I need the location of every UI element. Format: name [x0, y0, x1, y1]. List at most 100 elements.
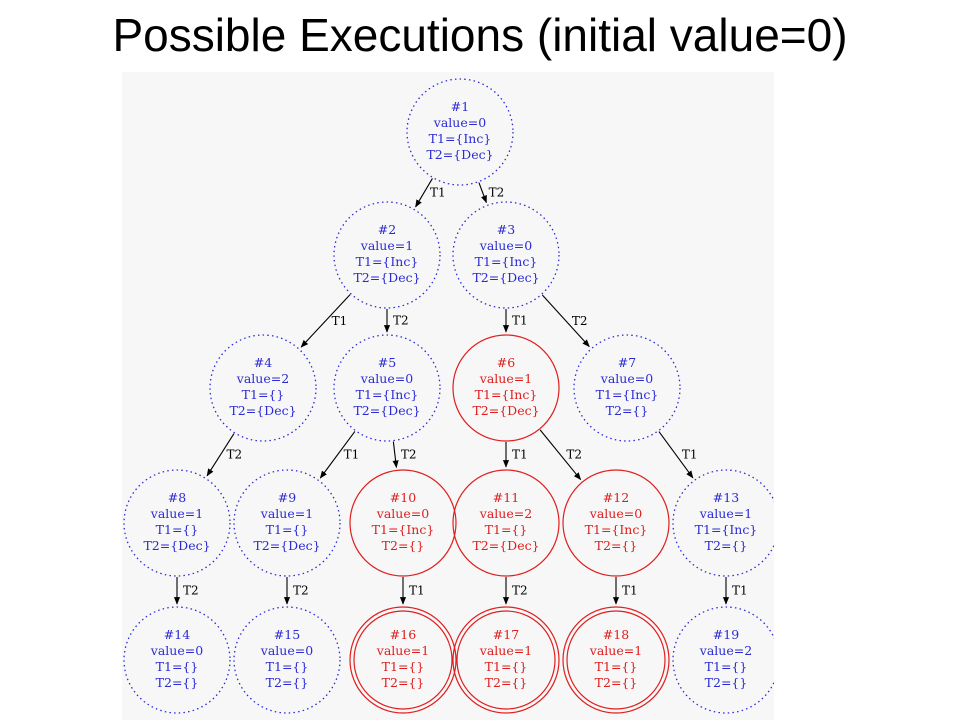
node-state-line: T1={} — [242, 387, 285, 402]
node-state-line: T1={Inc} — [475, 254, 538, 269]
node-circle — [123, 469, 231, 577]
node-circle — [452, 606, 560, 714]
edge-label: T2 — [401, 448, 417, 462]
edge-label: T1 — [409, 584, 425, 598]
node-id-label: #6 — [497, 355, 515, 370]
node-state-line: value=0 — [589, 506, 642, 521]
node-state-line: T2={} — [705, 675, 748, 690]
node-state-line: T2={} — [705, 538, 748, 553]
node-state-line: T2={} — [382, 675, 425, 690]
node-state-line: T1={} — [266, 522, 309, 537]
node-state-line: value=1 — [479, 371, 532, 386]
nodes-layer: #1value=0T1={Inc}T2={Dec}#2value=1T1={In… — [123, 78, 774, 714]
edge-1-3: T2 — [478, 182, 505, 204]
node-circle — [209, 334, 317, 442]
node-state-line: value=1 — [479, 643, 532, 658]
edge-line — [206, 433, 235, 477]
node-id-label: #17 — [493, 627, 519, 642]
node-id-label: #3 — [497, 222, 515, 237]
edge-6-12: T2 — [539, 429, 582, 481]
node-state-line: T1={Inc} — [475, 387, 538, 402]
edge-line — [319, 431, 356, 479]
node-state-line: T1={Inc} — [585, 522, 648, 537]
edge-label: T1 — [332, 314, 348, 328]
node-inner-circle — [353, 610, 453, 710]
edge-8-14: T2 — [173, 577, 199, 605]
edge-label: T2 — [489, 186, 505, 200]
edge-line — [300, 294, 351, 348]
node-state-line: T2={} — [266, 675, 309, 690]
node-state-line: T2={Dec} — [353, 403, 420, 418]
node-state-line: T1={} — [266, 659, 309, 674]
node-id-label: #19 — [713, 627, 739, 642]
node-inner-circle — [566, 610, 666, 710]
node-state-line: T1={Inc} — [372, 522, 435, 537]
edge-6-11: T1 — [502, 442, 528, 468]
edge-label: T1 — [512, 448, 528, 462]
edge-9-15: T2 — [283, 577, 309, 605]
edge-2-4: T1 — [300, 294, 351, 348]
node-id-label: #9 — [278, 490, 296, 505]
node-id-label: #10 — [390, 490, 416, 505]
node-state-line: T2={} — [595, 538, 638, 553]
node-state-line: value=0 — [150, 643, 203, 658]
node-state-line: T1={Inc} — [695, 522, 758, 537]
node-state-line: T2={} — [606, 403, 649, 418]
node-circle — [333, 201, 441, 309]
edge-1-2: T1 — [415, 178, 446, 208]
node-state-line: T2={Dec} — [253, 538, 320, 553]
node-state-line: value=2 — [699, 643, 752, 658]
node-id-label: #16 — [390, 627, 416, 642]
node-state-line: value=0 — [260, 643, 313, 658]
node-state-line: T2={} — [595, 675, 638, 690]
node-circle — [233, 606, 341, 714]
node-id-label: #11 — [493, 490, 519, 505]
node-circle — [406, 78, 514, 186]
node-id-label: #13 — [713, 490, 739, 505]
node-state-line: T1={Inc} — [596, 387, 659, 402]
edge-4-8: T2 — [206, 433, 243, 477]
edge-5-10: T2 — [392, 441, 417, 469]
node-state-line: T1={} — [156, 522, 199, 537]
node-id-label: #14 — [164, 627, 190, 642]
node-state-line: value=2 — [479, 506, 532, 521]
node-circle — [562, 469, 670, 577]
edge-13-19: T1 — [722, 577, 748, 605]
node-state-line: T1={Inc} — [356, 387, 419, 402]
edge-10-16: T1 — [399, 577, 425, 605]
node-state-line: T1={} — [595, 659, 638, 674]
node-state-line: value=1 — [360, 238, 413, 253]
edge-line — [539, 429, 582, 481]
edge-line — [658, 431, 694, 479]
node-circle — [672, 469, 774, 577]
node-state-line: T1={Inc} — [429, 131, 492, 146]
node-state-line: T2={} — [156, 675, 199, 690]
slide-title: Possible Executions (initial value=0) — [112, 9, 848, 61]
edge-label: T2 — [566, 448, 582, 462]
node-id-label: #18 — [603, 627, 629, 642]
node-state-line: value=0 — [600, 371, 653, 386]
edge-line — [478, 182, 487, 204]
node-circle — [562, 606, 670, 714]
node-circle — [123, 606, 231, 714]
node-state-line: T1={Inc} — [356, 254, 419, 269]
edge-label: T2 — [227, 448, 243, 462]
node-id-label: #2 — [378, 222, 396, 237]
node-circle — [349, 469, 457, 577]
edge-label: T2 — [572, 314, 588, 328]
node-id-label: #7 — [618, 355, 636, 370]
node-state-line: T2={Dec} — [426, 147, 493, 162]
